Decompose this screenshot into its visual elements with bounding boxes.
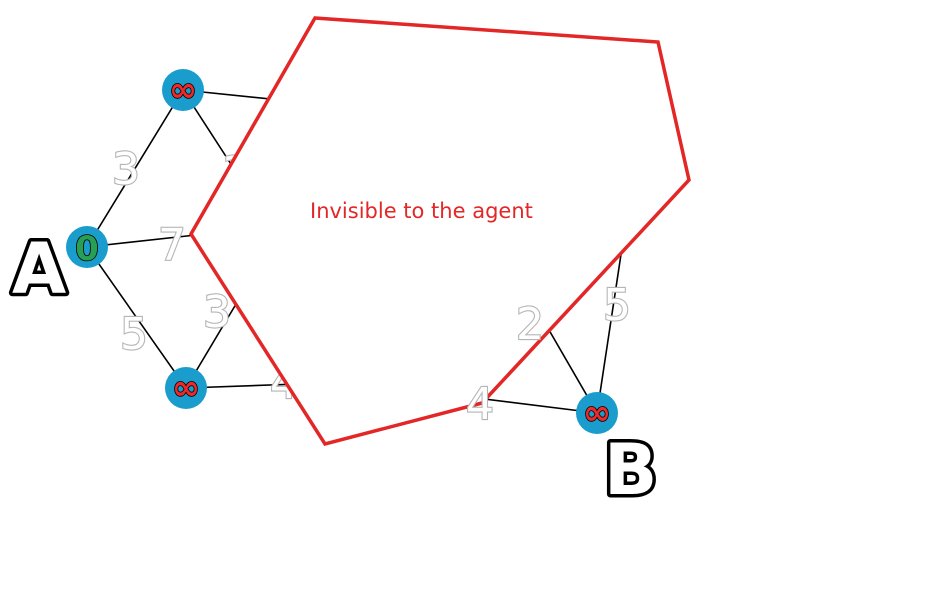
node-bottom [165,367,207,409]
weight-bottom-up: 3 [203,287,231,338]
weight-a-top: 3 [112,144,140,195]
node-b-distance: ∞ [583,393,611,433]
weight-a-bottom: 5 [120,309,148,360]
hidden-region [188,16,691,447]
node-top [162,69,204,111]
edge-a-bottom [86,246,187,389]
weight-b-up: 5 [603,280,631,331]
weight-b-left: 4 [466,379,494,430]
node-b [576,392,618,434]
hidden-region-caption: Invisible to the agent [310,199,533,223]
node-a-label: A [12,228,66,310]
node-bottom-distance: ∞ [172,368,200,408]
weight-b-upleft: 2 [516,299,544,350]
node-b-label: B [604,429,657,511]
node-a-distance: 0 [75,229,99,269]
node-a [66,226,108,268]
node-top-distance: ∞ [169,70,197,110]
edge-a-top [86,89,184,248]
weight-a-mid: 7 [158,220,186,271]
edge-b-up [596,227,626,414]
